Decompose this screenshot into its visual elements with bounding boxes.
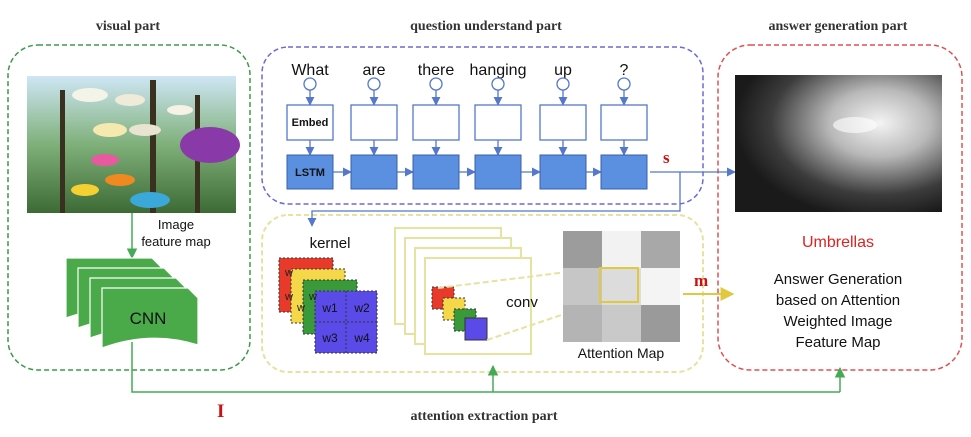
image-feature-map-label-1: Image (158, 217, 194, 232)
attention-map-cell (602, 231, 641, 268)
lstm-cell (286, 154, 334, 190)
answer-desc-3: Weighted Image (784, 313, 893, 330)
attention-map-cell (641, 268, 680, 305)
lstm-cell (350, 154, 398, 190)
embed-label: Embed (292, 117, 329, 129)
attention-map-cell (641, 305, 680, 342)
attention-map-cell (563, 268, 602, 305)
lstm-label: LSTM (295, 167, 325, 179)
word-input-node (556, 77, 570, 91)
word-input-node (367, 77, 381, 91)
answer-part-title: answer generation part (769, 19, 908, 34)
attention-map-cell (563, 231, 602, 268)
attention-map-cell (563, 305, 602, 342)
embed-box (412, 104, 460, 141)
embed-box (474, 104, 522, 141)
answer-word: Umbrellas (802, 234, 874, 251)
kernel-weight-4: w4 (353, 331, 370, 345)
feature-pages (394, 227, 532, 355)
image-feature-map-label-2: feature map (141, 234, 210, 249)
m-label: m (694, 271, 708, 290)
embed-box (600, 104, 648, 141)
attention-map-cell (641, 231, 680, 268)
visual-part-box (7, 44, 251, 371)
attention-weighted-photo (735, 75, 942, 212)
conv-label: conv (506, 294, 538, 311)
question-part-title: question understand part (410, 19, 562, 34)
visual-part-title: visual part (96, 19, 161, 34)
svg-text:w: w (296, 302, 305, 314)
word-input-node (303, 77, 317, 91)
conv-kernel-small (431, 286, 488, 341)
s-to-attention-arrow (307, 172, 681, 227)
embed-box (350, 104, 398, 141)
svg-text:w: w (284, 267, 293, 279)
embed-box (539, 104, 587, 141)
answer-desc-2: based on Attention (776, 292, 900, 309)
cnn-to-bottom-line (131, 342, 840, 393)
answer-desc-4: Feature Map (795, 334, 880, 351)
question-word: What (291, 62, 329, 79)
question-word: there (418, 62, 455, 79)
word-input-node (429, 77, 443, 91)
attention-map-label: Attention Map (578, 345, 665, 361)
lstm-cell (539, 154, 587, 190)
question-word: ? (620, 62, 629, 79)
s-label: s (663, 148, 670, 167)
svg-text:w: w (308, 291, 317, 303)
svg-text:w: w (284, 291, 293, 303)
question-part-box (261, 46, 704, 205)
kernel-label: kernel (310, 235, 351, 252)
cnn-stack (65, 257, 199, 349)
kernel-weight-3: w3 (321, 331, 338, 345)
kernel-weight-2: w2 (353, 301, 370, 315)
kernel-weight-1: w1 (321, 301, 338, 315)
question-word: hanging (470, 62, 527, 79)
lstm-cell (600, 154, 648, 190)
question-word: up (554, 62, 572, 79)
lstm-cell (412, 154, 460, 190)
attention-map-cell (602, 305, 641, 342)
attention-map-cell (602, 268, 641, 305)
answer-desc-1: Answer Generation (774, 271, 902, 288)
word-input-node (491, 77, 505, 91)
umbrella-photo (27, 76, 240, 213)
cnn-label: CNN (130, 309, 167, 328)
kernel-stack: w w w w (278, 257, 378, 354)
word-input-node (617, 77, 631, 91)
lstm-cell (474, 154, 522, 190)
I-label: I (217, 401, 224, 422)
question-word: are (362, 62, 385, 79)
answer-part-box (717, 44, 963, 371)
embed-box (286, 104, 334, 141)
attention-highlight (599, 267, 639, 303)
attention-part-title: attention extraction part (411, 409, 558, 424)
